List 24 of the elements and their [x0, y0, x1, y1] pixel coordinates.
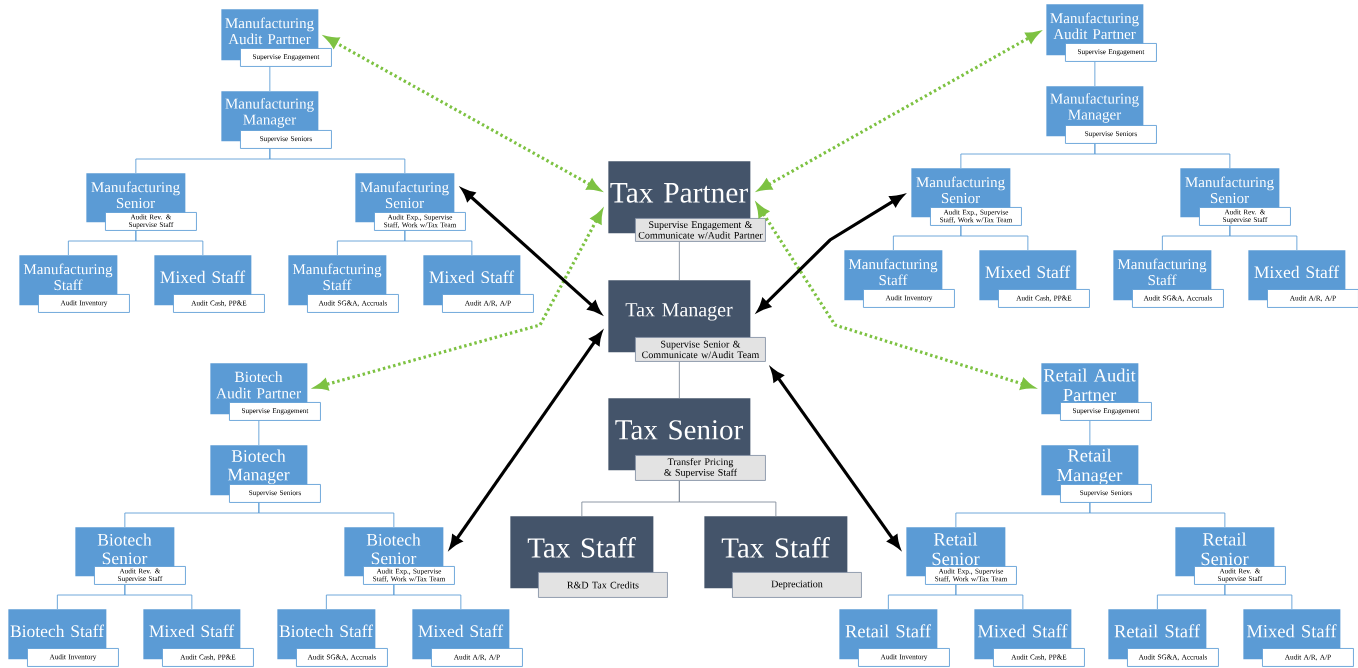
connector-line — [1089, 420, 1091, 446]
node-label: Communicate w/Audit Team — [642, 351, 760, 359]
connector-line — [269, 66, 271, 92]
connector-line — [1094, 61, 1096, 87]
connector-line — [955, 584, 1024, 610]
connector-line — [393, 584, 462, 610]
connector-line — [678, 241, 680, 281]
connector-line — [1094, 143, 1231, 169]
position-box: Tax Senior Transfer Pricing & Supervise Staff — [608, 398, 766, 481]
position-box: Tax Staff R&D Tax Credits — [510, 516, 668, 598]
arrow — [449, 331, 603, 549]
position-box: Tax Partner Supervise Engagement & Communicate w/Audit Partner — [608, 161, 766, 242]
arrow — [758, 31, 1040, 191]
connector-line — [1224, 584, 1293, 610]
connector-line — [124, 584, 193, 610]
connector-line — [1089, 502, 1226, 528]
connector-line — [135, 230, 204, 256]
connector-line — [678, 480, 777, 517]
connector-line — [1229, 225, 1298, 251]
connector-line — [678, 361, 680, 399]
connector-line — [258, 502, 395, 528]
position-box: Tax Manager Supervise Senior & Communicate w/Audit Team — [608, 280, 766, 362]
position-box: Tax Staff Depreciation — [704, 516, 862, 598]
connector-line — [258, 420, 260, 446]
